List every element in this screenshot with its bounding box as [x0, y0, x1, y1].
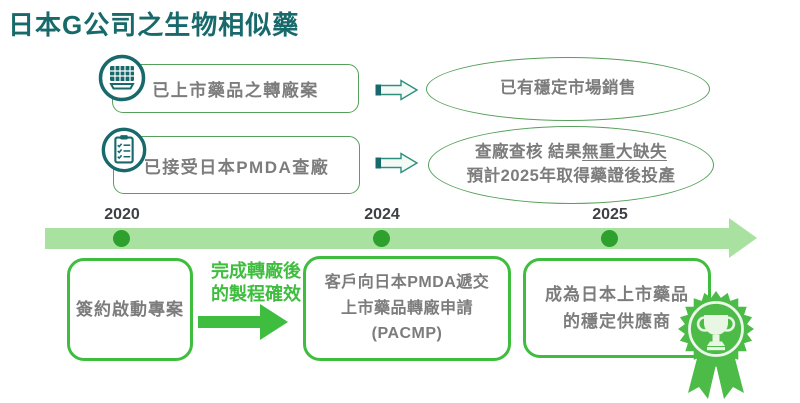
underlined-text: 無重大缺失 [582, 143, 668, 162]
year-label-2025: 2025 [592, 206, 628, 223]
year-label-2024: 2024 [364, 206, 400, 223]
source-box-transfer-case: 已上市藥品之轉廠案 [112, 64, 359, 113]
timeline-arrowhead-icon [729, 218, 757, 258]
result-ellipse-inspection: 查廠查核 結果無重大缺失 預計2025年取得藥證後投產 [428, 126, 714, 204]
step-label-line1: 客戶向日本PMDA遞交 [324, 274, 490, 292]
timeline-dot-2025 [601, 230, 618, 247]
timeline-dot-2020 [113, 230, 130, 247]
result-ellipse-market-sales: 已有穩定市場銷售 [426, 57, 710, 121]
inspection-result-line1: 查廠查核 結果無重大缺失 [474, 143, 668, 162]
clipboard-checklist-icon [101, 127, 147, 173]
timeline-dot-2024 [373, 230, 390, 247]
step-label-line2: 的穩定供應商 [563, 312, 671, 331]
source-box-label: 已接受日本PMDA查廠 [143, 157, 330, 177]
step-label: 簽約啟動專案 [76, 299, 184, 319]
step-box-pacmp: 客戶向日本PMDA遞交 上市藥品轉廠申請(PACMP) [303, 256, 511, 361]
source-box-label: 已上市藥品之轉廠案 [152, 81, 319, 100]
step-label-line2: 上市藥品轉廠申請(PACMP) [340, 299, 473, 343]
block-arrow-icon [375, 79, 419, 101]
result-label: 已有穩定市場銷售 [500, 79, 636, 98]
year-label-2020: 2020 [104, 206, 140, 223]
slide-title: 日本G公司之生物相似藥 [8, 10, 300, 40]
source-box-pmda-inspection: 已接受日本PMDA查廠 [113, 136, 360, 194]
trophy-award-badge-icon [678, 291, 754, 399]
transition-label: 完成轉廠後 的製程確效 [211, 261, 301, 304]
step-label-line1: 成為日本上市藥品 [545, 284, 689, 304]
factory-grid-icon [98, 54, 146, 102]
fat-arrow-icon [198, 304, 288, 340]
step-box-signing: 簽約啟動專案 [67, 258, 193, 361]
block-arrow-icon [375, 152, 419, 174]
inspection-result-line2: 預計2025年取得藥證後投產 [466, 167, 676, 185]
